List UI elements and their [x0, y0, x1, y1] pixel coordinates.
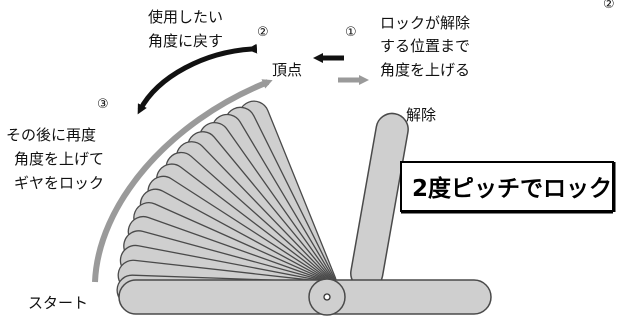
apex-label: 頂点 — [272, 61, 302, 79]
step2-number: ② — [257, 25, 269, 40]
pitch-callout: 2度ピッチでロック — [400, 161, 616, 214]
step3-line1: その後に再度 — [6, 126, 96, 144]
blade-fan — [116, 100, 338, 313]
step2-line2: 角度に戻す — [148, 32, 223, 50]
start-label: スタート — [28, 294, 88, 312]
release-label: 解除 — [406, 106, 436, 124]
step1-line2: する位置まで — [380, 37, 470, 55]
start-blade — [118, 279, 492, 315]
step2-line1: 使用したい — [148, 8, 223, 26]
step3-line2: 角度を上げて — [14, 150, 104, 168]
step1-number: ① — [345, 25, 357, 40]
step3-line3: ギヤをロック — [14, 174, 104, 192]
pitch-callout-text: 2度ピッチでロック — [412, 175, 612, 202]
step1-line3: 角度を上げる — [380, 61, 470, 79]
step1-line1: ロックが解除 — [380, 14, 470, 32]
pivot-hub — [308, 278, 346, 316]
corner-number: ② — [603, 0, 615, 12]
return-arrow — [137, 43, 258, 115]
step3-number: ③ — [97, 97, 109, 112]
